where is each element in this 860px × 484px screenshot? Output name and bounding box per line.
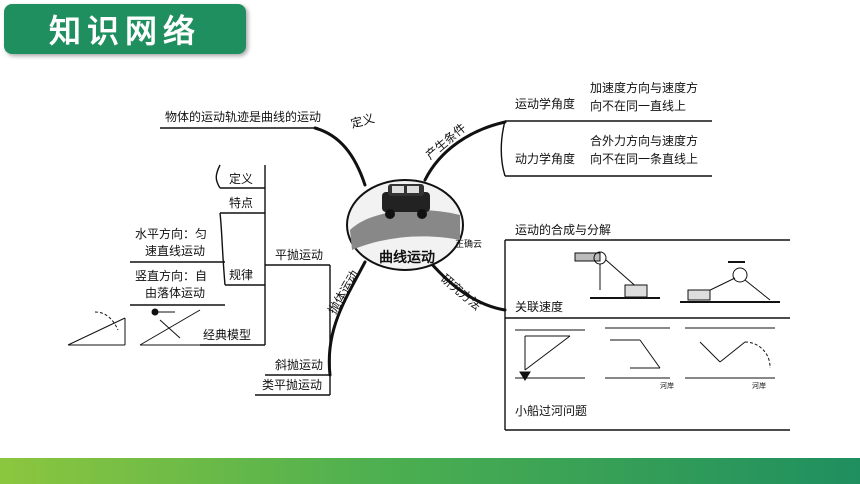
hp-law-horizontal-1: 水平方向：匀 <box>135 226 207 241</box>
related-velocity-text: 关联速度 <box>515 299 563 314</box>
oblique-projectile-label: 斜抛运动 <box>275 357 323 372</box>
center-node: 曲线运动 正确云 <box>346 179 482 271</box>
title-banner: 知识网络 <box>4 4 246 54</box>
connector-lines <box>130 120 790 431</box>
incline-diagram-1 <box>67 311 126 346</box>
center-label: 曲线运动 <box>379 249 435 266</box>
definition-text: 物体的运动轨迹是曲线的运动 <box>165 109 321 124</box>
watermark-text: 正确云 <box>455 238 482 250</box>
hp-law-horizontal-2: 速直线运动 <box>145 244 205 258</box>
boat-text: 小船过河问题 <box>515 404 587 418</box>
page-title: 知识网络 <box>48 12 201 50</box>
kinematics-label: 运动学角度 <box>515 96 575 111</box>
car-icon <box>382 184 430 219</box>
hp-feature: 特点 <box>229 195 253 210</box>
quasi-projectile-label: 类平抛运动 <box>262 377 322 392</box>
dynamics-text-2: 向不在同一条直线上 <box>590 151 698 166</box>
hp-law-vertical-2: 由落体运动 <box>145 286 205 300</box>
hp-classic-model: 经典模型 <box>203 328 251 342</box>
branch-label-research: 研究方法 <box>438 271 484 313</box>
horizontal-projectile-label: 平抛运动 <box>275 247 323 262</box>
pulley-diagram-1 <box>574 251 660 299</box>
dynamics-label: 动力学角度 <box>515 151 575 166</box>
river-bank-label-1: 河岸 <box>660 382 674 390</box>
composition-text: 运动的合成与分解 <box>515 222 611 237</box>
road-shape <box>350 210 460 250</box>
hp-law-vertical-1: 竖直方向：自 <box>135 268 207 283</box>
mind-map: 曲线运动 正确云 定义 物体的运动轨迹是曲线的运动 产生条件 运动学角度 加速度… <box>67 80 790 431</box>
boat-diagram-1 <box>515 329 585 381</box>
hp-law: 规律 <box>229 267 253 282</box>
boat-diagram-2 <box>605 327 670 379</box>
hp-definition: 定义 <box>229 171 253 186</box>
kinematics-text-1: 加速度方向与速度方 <box>590 80 698 95</box>
dynamics-text-1: 合外力方向与速度方 <box>590 133 698 148</box>
pulley-diagram-2 <box>680 261 780 303</box>
incline-diagram-2 <box>139 308 201 346</box>
branch-label-definition: 定义 <box>349 110 376 131</box>
kinematics-text-2: 向不在同一直线上 <box>590 98 686 113</box>
boat-diagram-3 <box>685 327 775 379</box>
bottom-accent-bar <box>0 458 860 484</box>
river-bank-label-2: 河岸 <box>752 382 766 390</box>
